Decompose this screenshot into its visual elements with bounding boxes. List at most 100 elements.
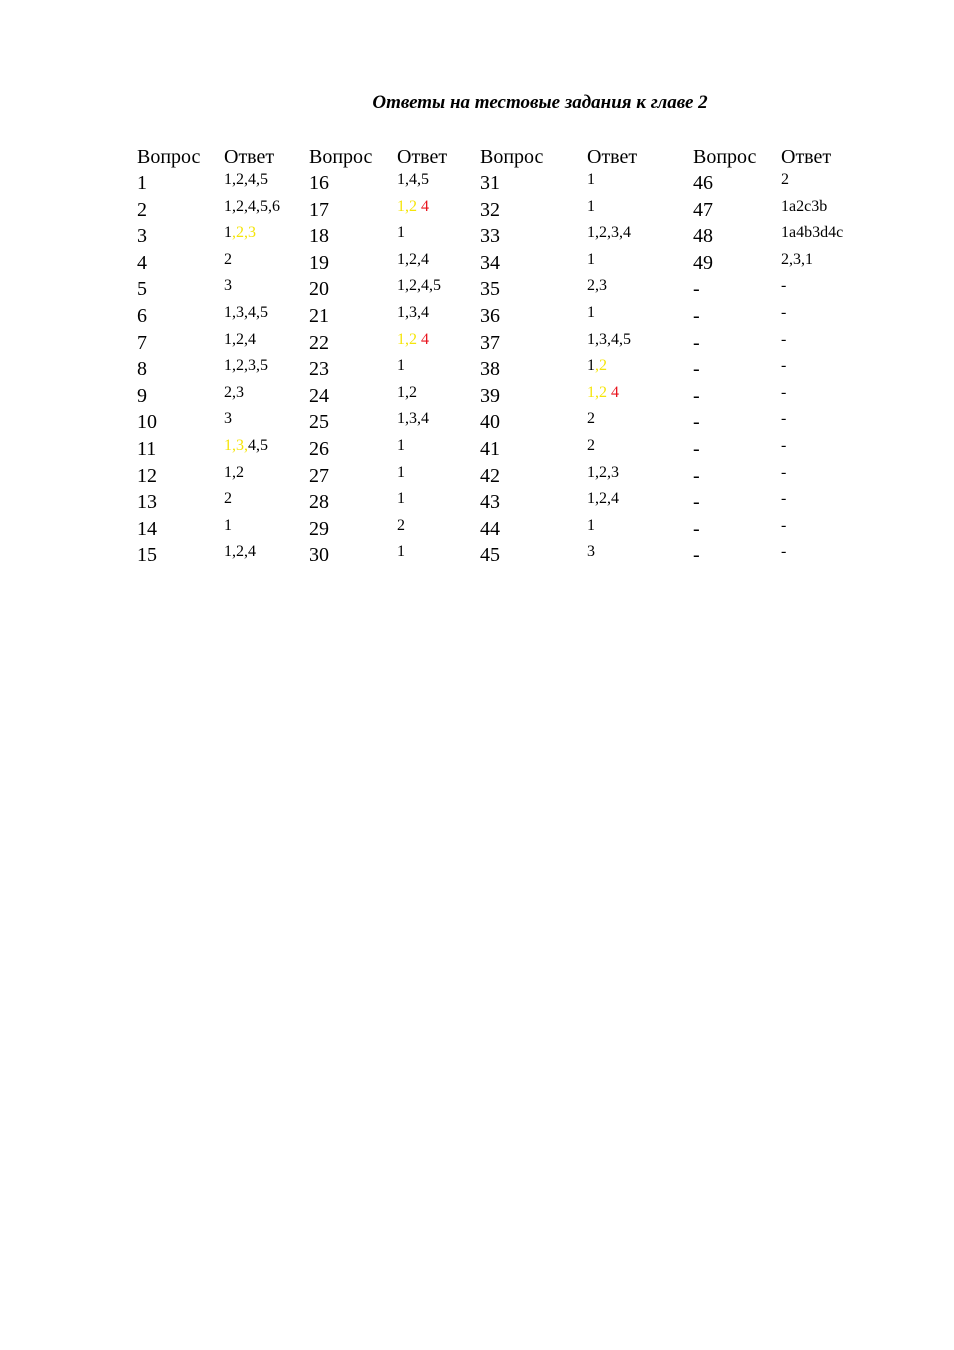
question-number: 2	[137, 198, 147, 221]
answer-segment: 2,3	[587, 277, 607, 295]
answer-segment: 1	[587, 357, 595, 375]
answer-value: 1	[397, 225, 405, 241]
column-header-question: Вопрос	[309, 146, 373, 168]
answer-value: 1,2,3	[587, 463, 619, 481]
answer-value: 1,2	[224, 463, 244, 481]
answer-segment: 1	[397, 490, 405, 508]
question-number: 40	[480, 411, 500, 434]
answer-value: 1,2 4	[397, 330, 429, 348]
answer-segment: 2	[587, 410, 595, 428]
answer-segment: 4	[611, 383, 619, 401]
answer-segment: 3	[224, 410, 232, 428]
answer-segment: 1	[224, 516, 232, 534]
question-number: 19	[309, 251, 329, 274]
answer-value: 1	[224, 516, 232, 534]
question-number: -	[693, 544, 700, 567]
answer-segment: 1	[587, 197, 595, 215]
answer-value: 1,3,4,5	[224, 305, 268, 321]
answer-segment: 1,2,4,5	[397, 277, 441, 295]
column-header-question: Вопрос	[137, 146, 201, 168]
question-number: -	[693, 438, 700, 460]
answer-value: 1,2,3	[224, 225, 256, 241]
question-number: 9	[137, 384, 147, 407]
answer-segment: 1,2	[397, 330, 421, 348]
answer-value: 1	[397, 544, 405, 560]
question-number: 28	[309, 491, 329, 514]
answer-value: 1	[397, 438, 405, 454]
answer-value: 2	[781, 172, 789, 188]
question-number: 44	[480, 517, 500, 540]
answer-value: 1	[587, 516, 595, 534]
question-number: 13	[137, 491, 157, 514]
answer-segment: 1,2,4	[397, 250, 429, 268]
question-number: 47	[693, 198, 713, 221]
question-number: 43	[480, 491, 500, 514]
answer-value: -	[781, 438, 786, 454]
answer-segment: 1,2	[397, 383, 417, 401]
answer-value: 2	[397, 516, 405, 534]
question-number: 4	[137, 251, 147, 274]
column-header-answer: Ответ	[781, 146, 832, 168]
answer-segment: 1,2,4	[224, 543, 256, 561]
answer-segment: 1,2	[224, 463, 244, 481]
answer-segment: -	[781, 437, 787, 454]
question-number: 26	[309, 438, 329, 460]
question-number: 5	[137, 278, 147, 301]
question-number: 24	[309, 384, 329, 407]
question-number: 14	[137, 517, 157, 540]
answer-segment: 1,2	[587, 383, 611, 401]
answer-segment: -	[781, 304, 787, 321]
answer-segment: 2,3	[224, 383, 244, 401]
answer-value: 1,2,4	[397, 250, 429, 268]
question-number: -	[693, 411, 700, 434]
question-number: 22	[309, 331, 329, 354]
answer-segment: 4	[421, 197, 429, 215]
question-number: -	[693, 278, 700, 301]
answer-value: 1a2c3b	[781, 197, 828, 215]
answer-value: -	[781, 544, 786, 560]
answer-value: 3	[224, 411, 232, 427]
question-number: 8	[137, 358, 147, 381]
question-number: 10	[137, 411, 157, 434]
answer-value: 2,3	[224, 383, 244, 401]
question-number: 12	[137, 464, 157, 487]
question-number: 17	[309, 198, 329, 221]
answer-segment: 2	[397, 516, 405, 534]
answer-value: 1,2 4	[587, 383, 619, 401]
answer-segment: 2	[224, 490, 232, 508]
question-number: 35	[480, 278, 500, 301]
answer-value: 1,2,4	[224, 544, 256, 560]
answer-segment: 1,3,4	[397, 304, 429, 321]
answer-value: -	[781, 517, 786, 534]
answer-segment: 1,2	[397, 197, 421, 215]
answer-value: 2	[224, 491, 232, 507]
column-header-answer: Ответ	[397, 146, 448, 168]
answer-segment: 1	[397, 463, 405, 481]
question-number: 3	[137, 225, 147, 248]
answer-value: 2	[587, 411, 595, 427]
answer-value: 1,2,3,4	[587, 225, 631, 241]
answer-segment: 1,2,3	[587, 463, 619, 481]
answer-segment: 1	[397, 224, 405, 242]
answer-segment: 3	[224, 277, 232, 295]
question-number: 1	[137, 172, 147, 194]
answer-segment: 1a2c3b	[781, 197, 828, 215]
answer-segment: ,2	[595, 357, 607, 375]
answer-segment: -	[781, 357, 787, 375]
question-number: -	[693, 305, 700, 327]
answer-value: 2,3,1	[781, 251, 813, 268]
question-number: 41	[480, 438, 500, 460]
column-header-answer: Ответ	[587, 146, 638, 168]
question-number: -	[693, 517, 700, 540]
question-number: -	[693, 331, 700, 354]
answer-value: 1,4,5	[397, 172, 429, 188]
answer-segment: 1	[587, 516, 595, 534]
question-number: 15	[137, 544, 157, 567]
answer-segment: 1,2,4	[224, 330, 256, 348]
question-number: 30	[309, 544, 329, 567]
question-number: 38	[480, 358, 500, 381]
answer-value: 2	[587, 438, 595, 454]
answer-segment: -	[781, 490, 787, 508]
column-header-question: Вопрос	[693, 146, 757, 168]
answer-segment: -	[781, 543, 787, 561]
